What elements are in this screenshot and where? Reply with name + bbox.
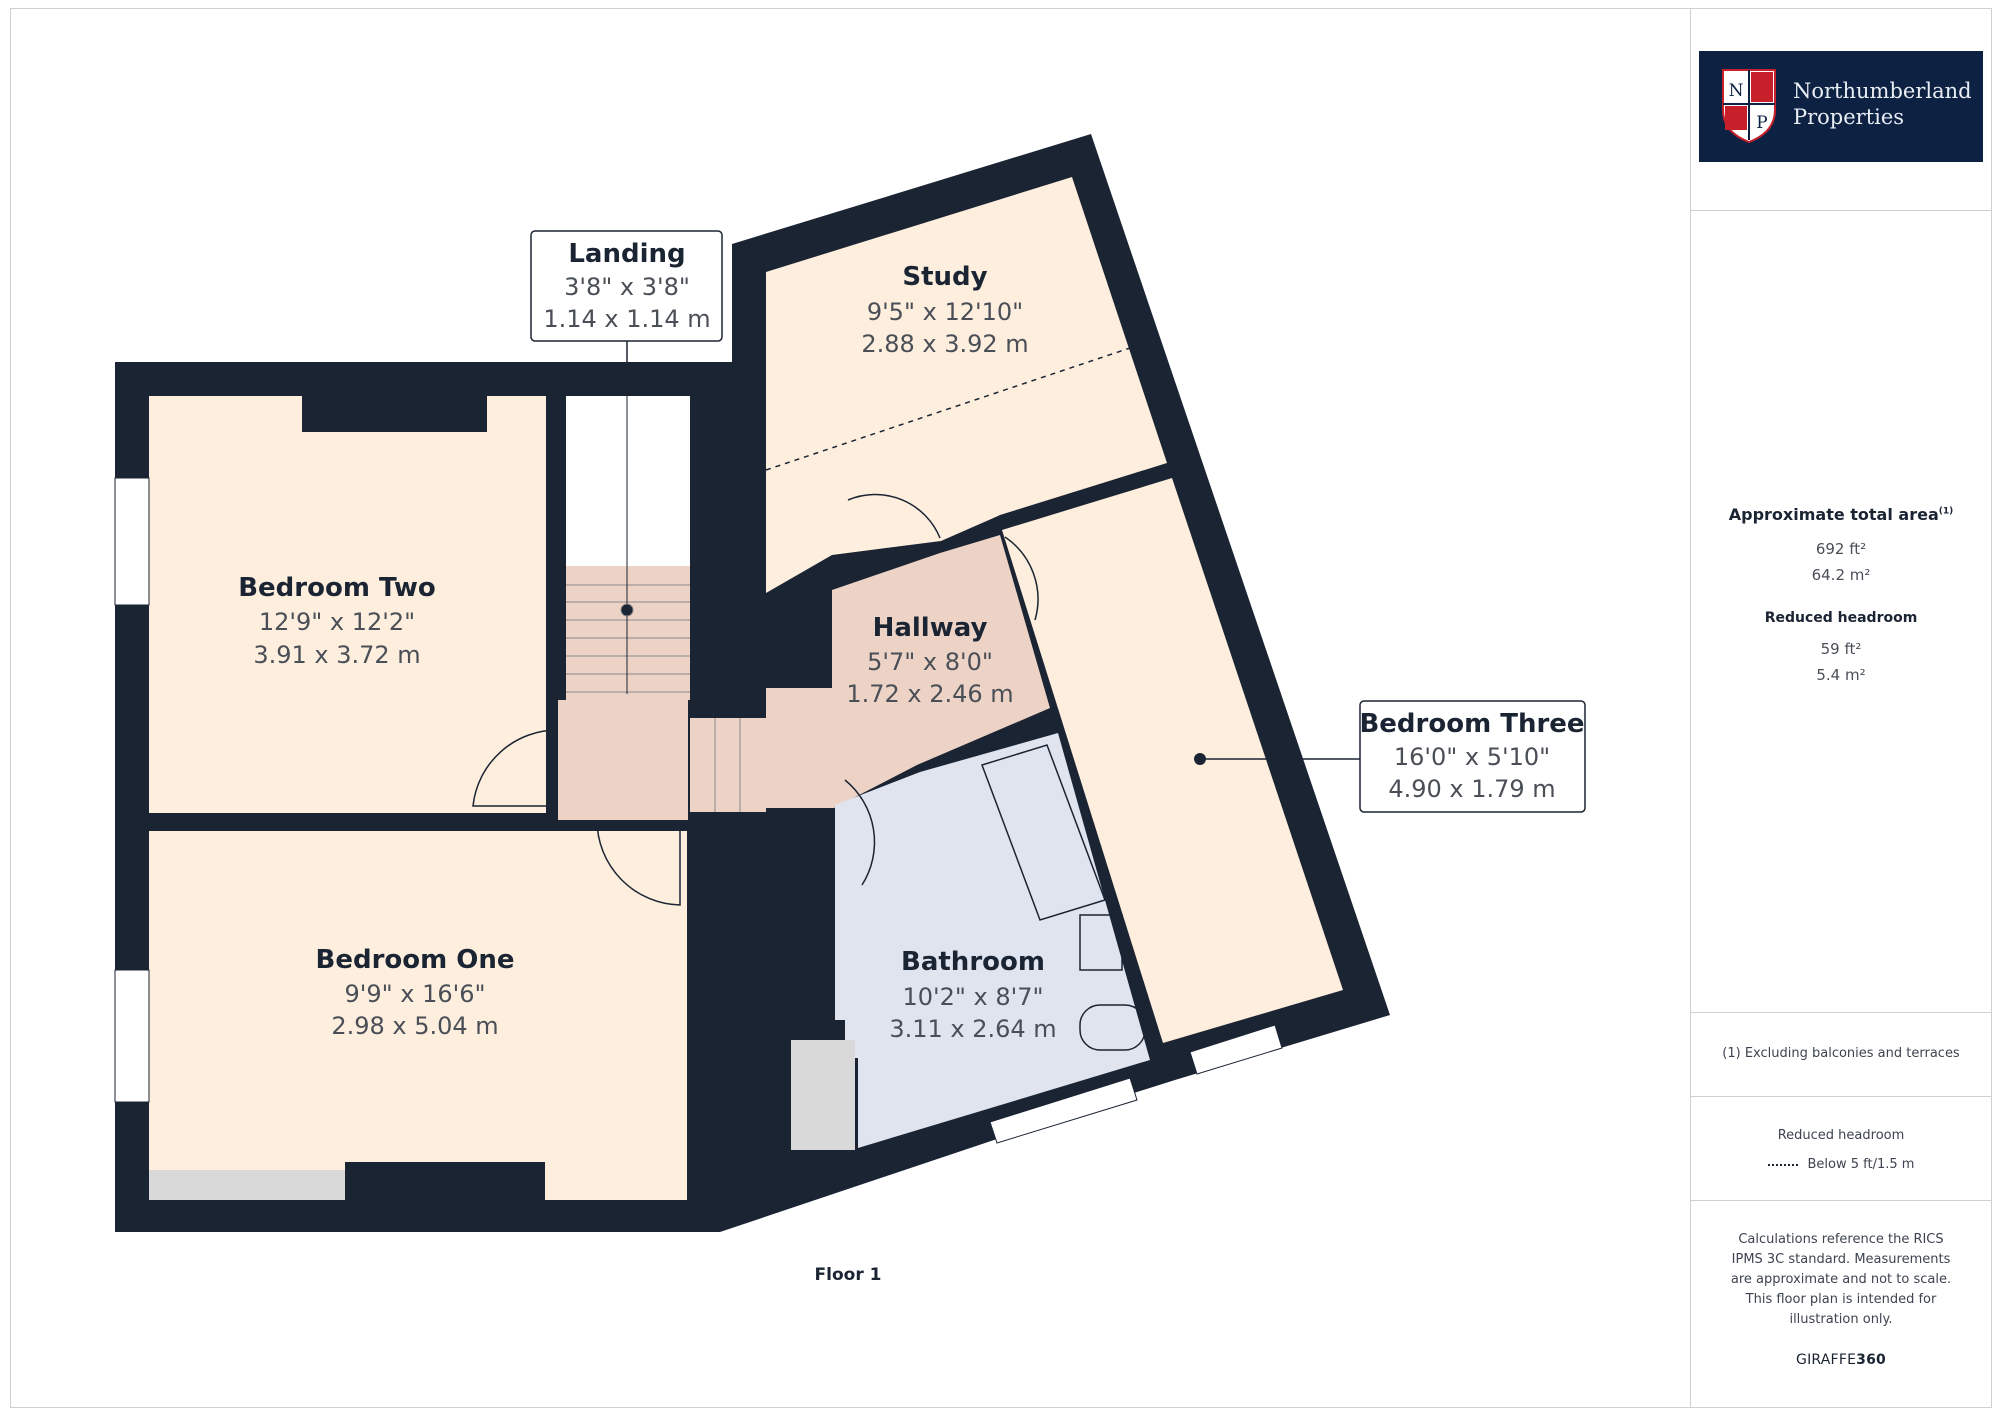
landing-floor xyxy=(558,700,688,820)
giraffe-suffix: 360 xyxy=(1856,1352,1886,1368)
bathroom-floor xyxy=(835,733,1150,1148)
radiator xyxy=(149,1170,345,1200)
area-sqft: 692 ft² xyxy=(1815,540,1867,558)
area-block: Approximate total area(1) 692 ft² 64.2 m… xyxy=(1691,505,1991,684)
brand-name: Northumberland xyxy=(1793,79,1972,103)
room-metric: 1.14 x 1.14 m xyxy=(543,305,710,333)
room-metric: 2.88 x 3.92 m xyxy=(861,330,1028,358)
room-bedroom-three: Bedroom Three 16'0" x 5'10" 4.90 x 1.79 … xyxy=(1359,709,1584,803)
hallway-floor xyxy=(766,535,1050,808)
room-hallway: Hallway 5'7" x 8'0" 1.72 x 2.46 m xyxy=(846,613,1013,708)
reduced-headroom-title: Reduced headroom xyxy=(1764,610,1918,626)
room-name: Study xyxy=(902,262,987,292)
room-fills xyxy=(149,177,1343,1200)
bedroom-one-floor xyxy=(149,831,687,1200)
landing-callout xyxy=(530,230,723,342)
logo-section: N P Northumberland Properties xyxy=(1691,8,1991,211)
wardrobe-bed1 xyxy=(345,1162,545,1200)
reduced-sqm: 5.4 m² xyxy=(1816,666,1866,684)
window-bed1 xyxy=(114,969,150,1103)
disclaimer-section: Calculations reference the RICS IPMS 3C … xyxy=(1691,1200,1991,1406)
room-name: Bedroom Two xyxy=(238,573,436,603)
room-name: Bathroom xyxy=(901,947,1045,977)
door-swings xyxy=(472,493,1039,906)
room-name: Bedroom Three xyxy=(1359,709,1584,739)
area-title-sup: (1) xyxy=(1938,506,1954,517)
room-metric: 3.11 x 2.64 m xyxy=(889,1015,1056,1043)
bathroom-fixtures xyxy=(981,744,1146,1051)
area-section: Approximate total area(1) 692 ft² 64.2 m… xyxy=(1691,210,1991,1013)
legend-item-text: Below 5 ft/1.5 m xyxy=(1807,1157,1915,1172)
landing-step xyxy=(690,718,766,812)
legend-section: Reduced headroom Below 5 ft/1.5 m xyxy=(1691,1096,1991,1201)
room-bedroom-two: Bedroom Two 12'9" x 12'2" 3.91 x 3.72 m xyxy=(238,573,436,669)
area-sqm: 64.2 m² xyxy=(1811,566,1871,584)
room-imperial: 9'5" x 12'10" xyxy=(867,298,1023,326)
dotted-line-icon xyxy=(1767,1163,1798,1166)
bedroom-three-callout xyxy=(1359,700,1586,813)
room-name: Hallway xyxy=(873,613,988,643)
room-imperial: 5'7" x 8'0" xyxy=(867,648,993,676)
study-floor xyxy=(766,177,1167,593)
bedroom-three-floor xyxy=(1002,478,1343,1043)
room-imperial: 12'9" x 12'2" xyxy=(259,608,415,636)
room-study: Study 9'5" x 12'10" 2.88 x 3.92 m xyxy=(861,262,1028,358)
floor-plan: Landing 3'8" x 3'8" 1.14 x 1.14 m Study … xyxy=(114,134,1586,1285)
room-metric: 3.91 x 3.72 m xyxy=(253,641,420,669)
reduced-sqft: 59 ft² xyxy=(1820,640,1862,658)
wardrobe-bed2 xyxy=(302,396,487,432)
toilet xyxy=(1079,1004,1146,1051)
area-title-text: Approximate total area xyxy=(1728,505,1939,524)
area-title: Approximate total area(1) xyxy=(1691,505,1991,524)
room-bedroom-one: Bedroom One 9'9" x 16'6" 2.98 x 5.04 m xyxy=(316,945,515,1040)
room-bathroom: Bathroom 10'2" x 8'7" 3.11 x 2.64 m xyxy=(889,947,1056,1043)
room-imperial: 3'8" x 3'8" xyxy=(564,273,690,301)
reduced-headroom-line xyxy=(765,347,1131,471)
window-bed2 xyxy=(114,477,150,606)
room-name: Landing xyxy=(568,239,685,269)
giraffe360-logo: GIRAFFE360 xyxy=(1691,1352,1991,1368)
room-metric: 4.90 x 1.79 m xyxy=(1388,775,1555,803)
room-name: Bedroom One xyxy=(316,945,515,975)
shield-icon: N P xyxy=(1722,69,1776,144)
room-metric: 1.72 x 2.46 m xyxy=(846,680,1013,708)
page-frame xyxy=(10,8,1992,1408)
giraffe-prefix: GIRAFFE xyxy=(1796,1352,1857,1368)
stair-treads xyxy=(566,365,741,812)
basin xyxy=(1079,914,1123,971)
legend-title: Reduced headroom xyxy=(1777,1128,1905,1143)
footnote: (1) Excluding balconies and terraces xyxy=(1691,1012,1991,1097)
floor-label: Floor 1 xyxy=(815,1265,882,1285)
sidebar: N P Northumberland Properties Approximat… xyxy=(1690,8,1992,1408)
bedroom-two-floor xyxy=(149,396,546,813)
bathtub xyxy=(981,744,1106,921)
monogram-p: P xyxy=(1756,113,1767,133)
room-metric: 2.98 x 5.04 m xyxy=(331,1012,498,1040)
monogram-n: N xyxy=(1729,81,1744,101)
room-imperial: 9'9" x 16'6" xyxy=(344,980,485,1008)
window-bed3 xyxy=(1189,1024,1283,1075)
legend-item: Below 5 ft/1.5 m xyxy=(1691,1157,1991,1172)
brand-name-line2: Properties xyxy=(1793,105,1905,129)
cupboard xyxy=(791,1040,855,1150)
brand-logo: N P Northumberland Properties xyxy=(1699,51,1983,162)
room-imperial: 10'2" x 8'7" xyxy=(902,983,1043,1011)
room-imperial: 16'0" x 5'10" xyxy=(1394,743,1550,771)
stair-well xyxy=(566,396,690,566)
room-landing: Landing 3'8" x 3'8" 1.14 x 1.14 m xyxy=(543,239,710,333)
disclaimer: Calculations reference the RICS IPMS 3C … xyxy=(1730,1232,1952,1327)
stairs xyxy=(566,566,690,700)
window-bathroom xyxy=(989,1077,1138,1144)
windows xyxy=(114,477,1283,1144)
